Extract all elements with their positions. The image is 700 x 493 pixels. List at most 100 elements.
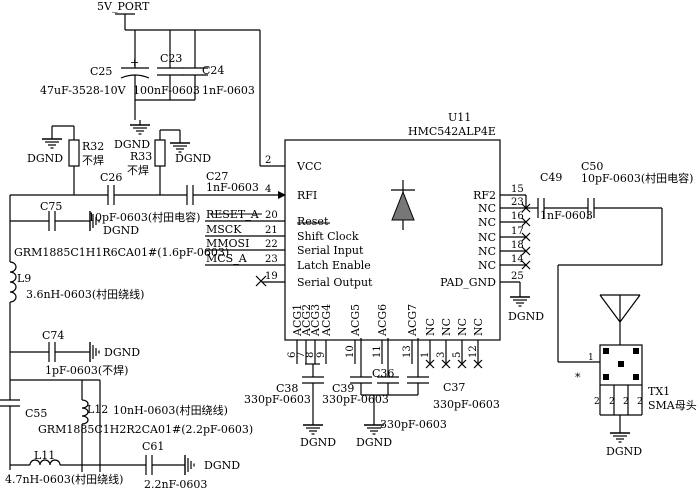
no-connect-mark <box>521 232 531 242</box>
tx1-pin-label: 2 <box>609 397 615 407</box>
tx1-pin-label: 2 <box>623 397 629 407</box>
ground-icon <box>169 137 191 153</box>
ic-pin-number: 13 <box>402 345 413 358</box>
ic-pin-number: 6 <box>287 352 298 358</box>
ic-pin-name: ACG3 <box>309 304 322 337</box>
resistor-r32: DGND R32 不焊 <box>27 125 104 195</box>
capacitor-c24: C24 1nF-0603 <box>182 30 255 100</box>
ic-pin-name: NC <box>478 245 496 258</box>
capacitor-c25: + C25 47uF-3528-10V <box>40 30 150 120</box>
r32-note: 不焊 <box>82 153 104 167</box>
c55-ref: C55 <box>25 407 47 420</box>
net-msck: MSCK <box>206 223 242 236</box>
r33-ref: R33 <box>130 150 152 163</box>
ic-pin-number: 21 <box>265 225 278 236</box>
acg-ground-label-1: DGND <box>300 436 336 449</box>
ic-pin-number: 15 <box>511 184 524 195</box>
no-connect-mark <box>521 260 531 270</box>
c61-ref: C61 <box>142 440 164 453</box>
c75-ground-label: DGND <box>103 224 139 237</box>
ic-pin-name: ACG2 <box>300 304 313 337</box>
ic-pin-number: 5 <box>452 352 463 358</box>
r32-ref: R32 <box>82 140 104 153</box>
c75-ref: C75 <box>40 200 62 213</box>
ground-icon <box>129 119 151 135</box>
power-net-label: 5V_PORT <box>97 0 150 13</box>
c36-ref: C36 <box>372 367 394 380</box>
ic-pin-number: 17 <box>511 226 524 237</box>
ic-pin-number: 16 <box>511 211 524 222</box>
pad-ground-label: DGND <box>508 310 544 323</box>
c74-value: 1pF-0603(不焊) <box>45 363 128 377</box>
c37-value: 330pF-0603 <box>433 398 500 411</box>
ground-icon <box>509 291 531 307</box>
c27-ref: C27 <box>206 170 228 183</box>
tx1-mark: * <box>575 371 581 384</box>
ic-pin-name: NC <box>424 318 437 336</box>
ic-pin-number: 4 <box>265 184 271 195</box>
ic-pin-name: Reset <box>297 215 329 228</box>
ic-pin-name: Shift Clock <box>297 230 359 243</box>
ic-pin-name: NC <box>478 202 496 215</box>
ic-pin-number: 14 <box>511 254 524 265</box>
c25-ground-label: DGND <box>114 138 150 151</box>
tx1-pin-label: 2 <box>637 397 643 407</box>
ic-pin-name: PAD_GND <box>440 276 496 289</box>
ic-pin-name: ACG5 <box>349 304 362 337</box>
c24-ref: C24 <box>202 64 224 77</box>
c25-ref: C25 <box>90 65 112 78</box>
ic-pin-name: NC <box>456 318 469 336</box>
c49-ref: C49 <box>540 171 562 184</box>
c61-value: 2.2nF-0603 <box>144 478 207 491</box>
c50-ref: C50 <box>581 160 603 173</box>
ic-pin-number: 25 <box>511 271 524 282</box>
c39-ref: C39 <box>332 382 354 395</box>
ground-icon <box>84 341 100 363</box>
ic-pin-name: RFI <box>297 189 317 202</box>
c38-value: 330pF-0603 <box>244 393 311 406</box>
r33-note: 不焊 <box>127 163 149 177</box>
resistor-r33: DGND R33 不焊 <box>127 129 211 195</box>
sma-connector-tx1: DGND 2 2 2 2 1 * TX1 SMA母头 <box>575 294 697 458</box>
grm1-label: GRM1885C1H1R6CA01#(1.6pF-0603) <box>14 246 229 259</box>
c25-value: 47uF-3528-10V <box>40 84 127 97</box>
no-connect-mark <box>457 359 467 369</box>
ic-pin-name: NC <box>472 318 485 336</box>
c38-ref: C38 <box>276 382 298 395</box>
net-mmosi: MMOSI <box>206 237 249 250</box>
ground-icon <box>179 454 195 476</box>
c26-ref: C26 <box>100 171 122 184</box>
c61-ground-label: DGND <box>204 459 240 472</box>
c49-value: 1nF-0603 <box>540 209 593 222</box>
l9-value: 3.6nH-0603(村田绕线) <box>26 287 144 301</box>
l12-ref: L12 <box>87 403 108 416</box>
net-reset: RESET_A <box>206 208 260 221</box>
ic-pin-number: 8 <box>305 352 316 358</box>
acg-capacitors: DGND DGND C38 330pF-0603 C39 330pF-0603 … <box>244 338 500 449</box>
c50-value: 10pF-0603(村田电容) <box>581 171 693 185</box>
ic-pin-name: ACG6 <box>376 304 389 337</box>
c24-value: 1nF-0603 <box>202 84 255 97</box>
tx1-pin-label: 2 <box>594 397 600 407</box>
ic-pin-name: NC <box>478 231 496 244</box>
l9-ref: L9 <box>17 272 31 285</box>
no-connect-mark <box>441 359 451 369</box>
l12-value: 10nH-0603(村田绕线) <box>113 403 228 417</box>
left-matching-network: C75 10pF-0603(村田电容) DGND GRM1885C1H1R6CA… <box>0 195 253 491</box>
control-lines: RESET_A MSCK MMOSI MCS_A <box>205 208 285 287</box>
ic-pin-name: VCC <box>296 160 322 173</box>
ic-pin-number: 11 <box>372 345 383 358</box>
grm2-label: GRM1885C1H2R2CA01#(2.2pF-0603) <box>38 423 253 436</box>
c37-ref: C37 <box>443 381 465 394</box>
ic-pin-number: 3 <box>436 352 447 358</box>
net-mcs: MCS_A <box>206 252 248 265</box>
ic-pin-name: NC <box>440 318 453 336</box>
rf-input-line: C26 C27 1nF-0603 <box>10 170 286 205</box>
c74-ground-label: DGND <box>104 346 140 359</box>
ic-pin-name: ACG7 <box>406 304 419 337</box>
ic-pin-name: ACG1 <box>291 304 304 337</box>
ic-pin-name: Serial Output <box>297 276 373 289</box>
rf-output-line: C49 1nF-0603 C50 10pF-0603(村田电容) DGND <box>500 160 693 363</box>
ic-pin-number: 10 <box>345 345 356 358</box>
